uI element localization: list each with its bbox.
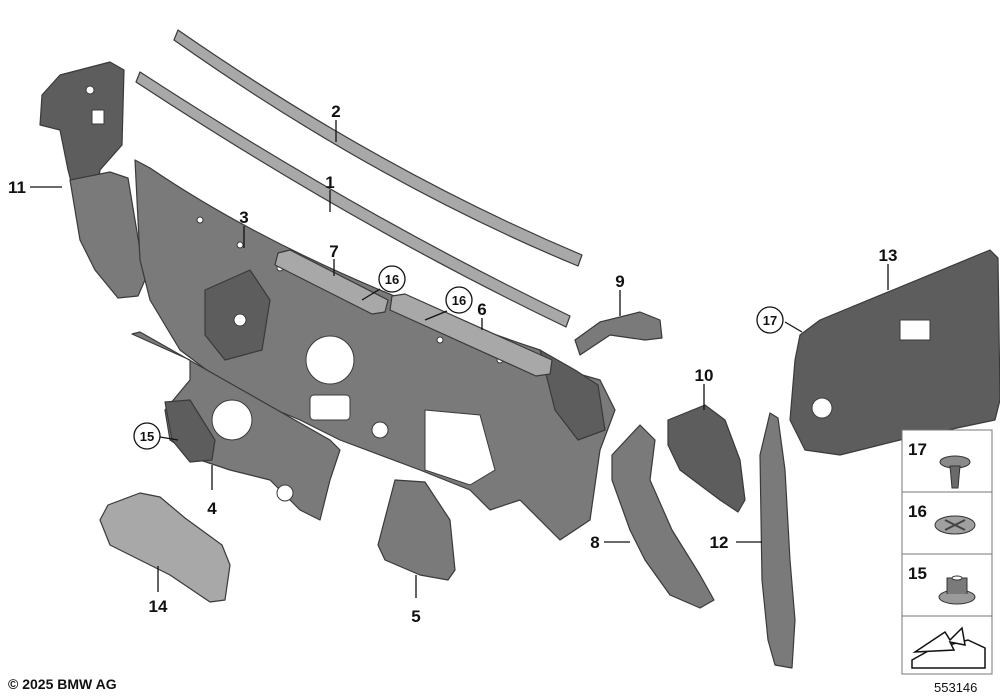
part-2-seal-strip	[173, 29, 583, 267]
legend-label-15: 15	[908, 564, 927, 583]
part-6-strip	[389, 293, 553, 377]
callout-16a: 16	[385, 272, 399, 287]
callout-6: 6	[477, 300, 486, 319]
part-5-panel	[377, 479, 456, 581]
callout-2: 2	[331, 102, 340, 121]
part-14-duct	[99, 492, 231, 603]
callout-15: 15	[140, 429, 154, 444]
callout-17-circle	[756, 306, 784, 334]
callout-11: 11	[8, 178, 26, 197]
callout-16b: 16	[452, 293, 466, 308]
part-11-side-insulation	[39, 61, 146, 299]
part-1-seal-strip	[135, 71, 571, 328]
part-7-strip	[274, 249, 389, 315]
diagram-number: 553146	[934, 680, 978, 695]
callout-9: 9	[615, 272, 624, 291]
arrow-icon	[911, 626, 986, 669]
clip-17-icon	[939, 455, 971, 489]
callout-12: 12	[710, 533, 729, 552]
callout-7: 7	[329, 242, 338, 261]
callout-16b-circle	[445, 286, 473, 314]
callout-10: 10	[695, 366, 714, 385]
legend-panel: 17 16 15	[901, 429, 993, 675]
nut-15-icon	[938, 575, 976, 605]
part-10-insulation	[667, 404, 746, 513]
part-4-lower-insulation	[131, 331, 341, 521]
part-3-bulkhead	[134, 159, 616, 541]
callout-13: 13	[879, 246, 898, 265]
callout-15-circle	[133, 422, 161, 450]
clip-16-icon	[934, 515, 976, 535]
legend-label-17: 17	[908, 440, 927, 459]
legend-label-16: 16	[908, 502, 927, 521]
copyright: © 2025 BMW AG	[8, 676, 117, 692]
callout-3: 3	[239, 208, 248, 227]
part-9-bracket	[574, 311, 663, 356]
callout-1: 1	[325, 173, 334, 192]
part-12-strip	[759, 412, 796, 669]
callout-14: 14	[149, 597, 168, 616]
part-8-insulation	[611, 424, 715, 609]
callout-16a-circle	[378, 265, 406, 293]
callout-4: 4	[207, 499, 217, 518]
callout-17: 17	[763, 313, 777, 328]
callout-8: 8	[590, 533, 599, 552]
part-13-panel	[789, 249, 1000, 456]
callout-5: 5	[411, 607, 420, 626]
